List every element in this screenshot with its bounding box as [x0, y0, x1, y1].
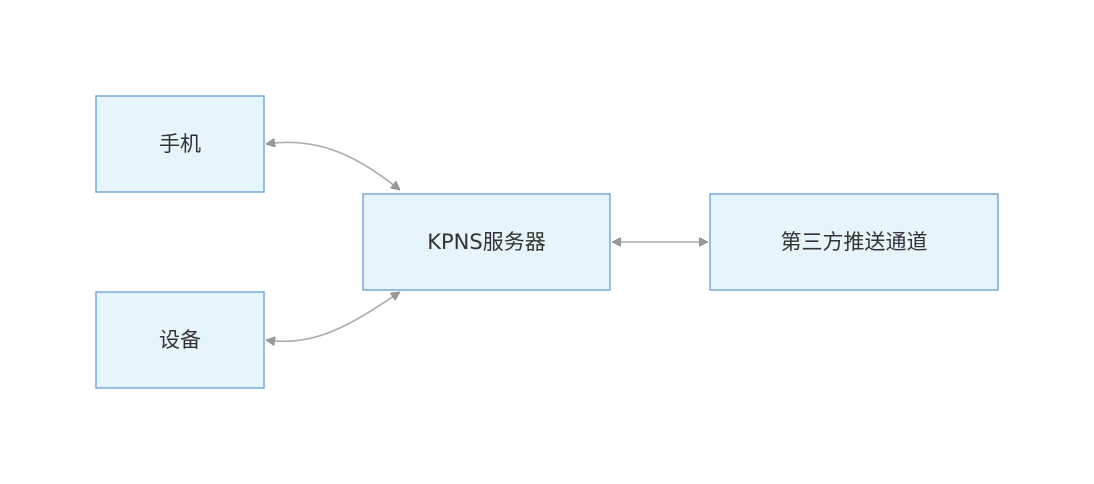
node-phone-box	[95, 95, 265, 193]
edge-phone-server	[266, 142, 400, 191]
node-phone-label: 手机	[159, 132, 201, 156]
node-phone[interactable]: 手机	[95, 95, 265, 193]
node-server-box	[362, 193, 611, 291]
node-device-label: 设备	[159, 328, 201, 352]
node-third-party[interactable]: 第三方推送通道	[709, 193, 999, 291]
node-third-party-box	[709, 193, 999, 291]
node-server[interactable]: KPNS服务器	[362, 193, 611, 291]
edges-layer	[266, 142, 708, 341]
node-third-party-label: 第三方推送通道	[781, 230, 928, 254]
node-server-label: KPNS服务器	[427, 230, 545, 254]
node-device-box	[95, 291, 265, 389]
node-device[interactable]: 设备	[95, 291, 265, 389]
edge-device-server	[266, 291, 400, 341]
